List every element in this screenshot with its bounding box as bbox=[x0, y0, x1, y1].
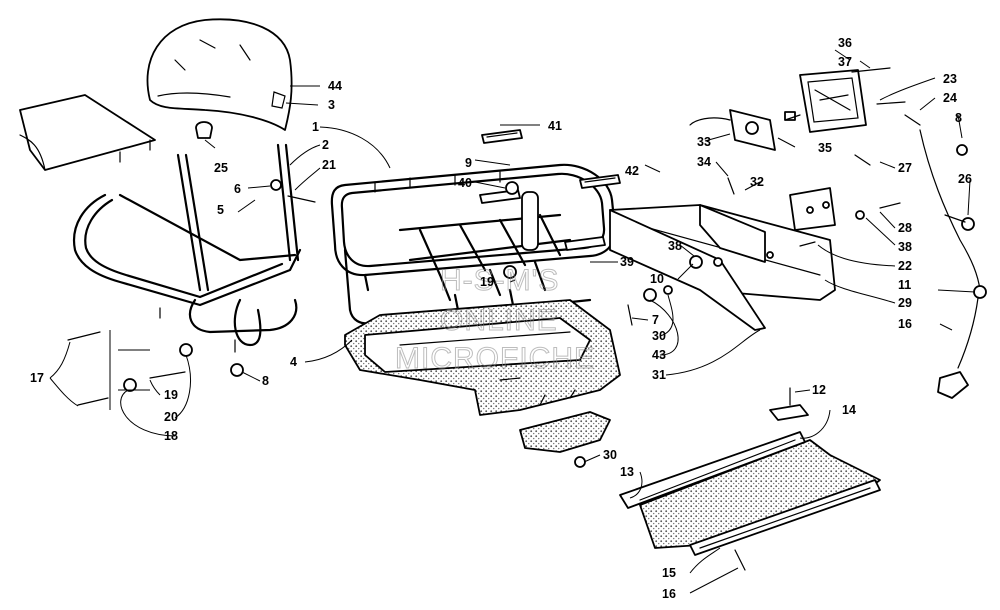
callout-38-right: 38 bbox=[898, 240, 912, 254]
callout-7: 7 bbox=[652, 313, 659, 327]
callout-43: 43 bbox=[652, 348, 666, 362]
callout-20: 20 bbox=[164, 410, 178, 424]
callout-32: 32 bbox=[750, 175, 764, 189]
callout-38-left: 38 bbox=[668, 239, 682, 253]
callout-5: 5 bbox=[217, 203, 224, 217]
callout-1: 1 bbox=[312, 120, 319, 134]
callout-29: 29 bbox=[898, 296, 912, 310]
storage-lid-panel bbox=[19, 94, 156, 171]
callout-19-left: 19 bbox=[164, 388, 178, 402]
callout-23: 23 bbox=[943, 72, 957, 86]
callout-36: 36 bbox=[838, 36, 852, 50]
callout-42: 42 bbox=[625, 164, 639, 178]
callout-14: 14 bbox=[842, 403, 856, 417]
callout-8-top: 8 bbox=[955, 111, 962, 125]
callout-6: 6 bbox=[234, 182, 241, 196]
callout-17: 17 bbox=[30, 371, 44, 385]
footrest-plate bbox=[619, 404, 881, 556]
watermark-line-2: ONLINE bbox=[440, 304, 558, 337]
taillight bbox=[689, 69, 867, 151]
callout-13: 13 bbox=[620, 465, 634, 479]
watermark: H-S-M'S ONLINE MICROFICHE bbox=[395, 264, 595, 376]
light-bracket bbox=[789, 187, 836, 231]
callout-41: 41 bbox=[548, 119, 562, 133]
callout-10: 10 bbox=[650, 272, 664, 286]
callout-labels: 44 3 1 2 21 25 6 5 41 9 40 42 36 37 23 2… bbox=[30, 36, 972, 601]
storage-base bbox=[344, 299, 621, 416]
callout-30-upper: 30 bbox=[652, 329, 666, 343]
callout-15: 15 bbox=[662, 566, 676, 580]
lower-bracket bbox=[519, 389, 611, 453]
callout-30-lower: 30 bbox=[603, 448, 617, 462]
callout-8-bottom: 8 bbox=[262, 374, 269, 388]
callout-28: 28 bbox=[898, 221, 912, 235]
callout-35: 35 bbox=[818, 141, 832, 155]
callout-34: 34 bbox=[697, 155, 711, 169]
callout-3: 3 bbox=[328, 98, 335, 112]
watermark-line-3: MICROFICHE bbox=[395, 342, 595, 375]
callout-27: 27 bbox=[898, 161, 912, 175]
callout-24: 24 bbox=[943, 91, 957, 105]
callout-25: 25 bbox=[214, 161, 228, 175]
callout-31: 31 bbox=[652, 368, 666, 382]
callout-26: 26 bbox=[958, 172, 972, 186]
callout-16-right: 16 bbox=[898, 317, 912, 331]
callout-16-bottom: 16 bbox=[662, 587, 676, 601]
callout-44: 44 bbox=[328, 79, 342, 93]
callout-4: 4 bbox=[290, 355, 297, 369]
hardware bbox=[67, 67, 968, 571]
callout-22: 22 bbox=[898, 259, 912, 273]
callout-21: 21 bbox=[322, 158, 336, 172]
callout-37: 37 bbox=[838, 55, 852, 69]
decals bbox=[479, 129, 621, 251]
callout-18: 18 bbox=[164, 429, 178, 443]
backrest-pad bbox=[146, 18, 293, 131]
callout-39: 39 bbox=[620, 255, 634, 269]
leader-lines bbox=[49, 49, 976, 594]
callout-2: 2 bbox=[322, 138, 329, 152]
callout-12: 12 bbox=[812, 383, 826, 397]
seat-frame bbox=[72, 143, 302, 353]
callout-19-center: 19 bbox=[480, 275, 494, 289]
watermark-line-1: H-S-M'S bbox=[440, 264, 559, 297]
callout-9: 9 bbox=[465, 156, 472, 170]
mount-plate bbox=[699, 204, 774, 263]
callout-11: 11 bbox=[898, 278, 911, 292]
wiring-harness bbox=[919, 129, 987, 399]
callout-33: 33 bbox=[697, 135, 711, 149]
callout-40: 40 bbox=[458, 176, 472, 190]
